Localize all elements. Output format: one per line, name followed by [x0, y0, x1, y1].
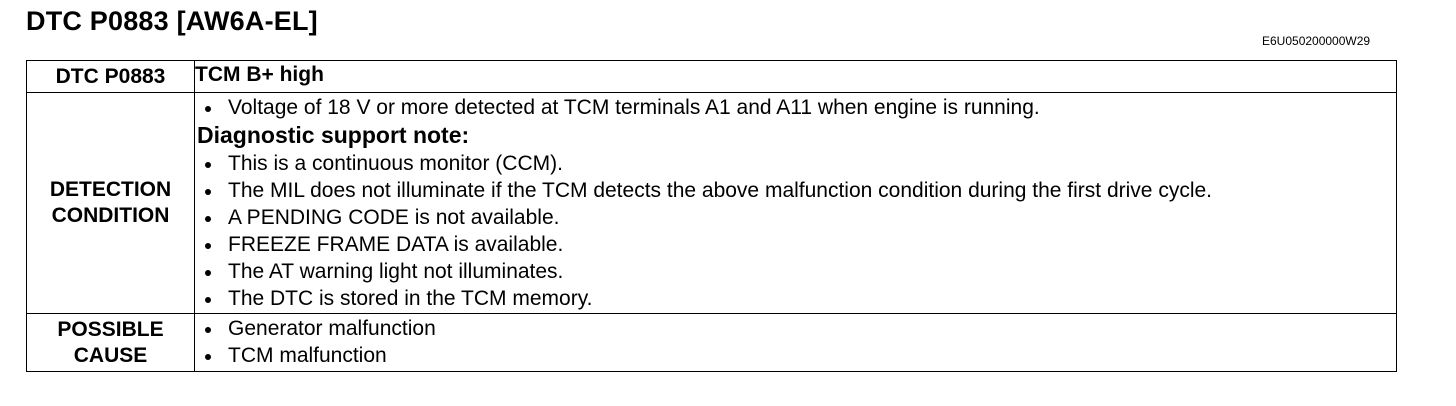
dtc-table: DTC P0883 TCM B+ high DETECTION CONDITIO… — [26, 60, 1397, 372]
list-item: TCM malfunction — [195, 342, 1396, 369]
cause-label-line2: CAUSE — [73, 343, 148, 367]
list-item: A PENDING CODE is not available. — [195, 204, 1396, 231]
detection-list: Voltage of 18 V or more detected at TCM … — [195, 94, 1396, 121]
list-item: The DTC is stored in the TCM memory. — [195, 285, 1396, 312]
dtc-description: TCM B+ high — [194, 60, 1397, 93]
table-row-possible-cause: POSSIBLE CAUSE Generator malfunction TCM… — [26, 313, 1397, 372]
diagnostic-note-heading: Diagnostic support note: — [197, 122, 470, 148]
list-item: This is a continuous monitor (CCM). — [195, 150, 1396, 177]
document-code: E6U050200000W29 — [1262, 34, 1371, 48]
cause-list: Generator malfunction TCM malfunction — [195, 315, 1396, 369]
list-item: The MIL does not illuminate if the TCM d… — [195, 177, 1396, 204]
detection-condition-label: DETECTION CONDITION — [26, 92, 195, 314]
list-item: FREEZE FRAME DATA is available. — [195, 231, 1396, 258]
list-item: Generator malfunction — [195, 315, 1396, 342]
possible-cause-content: Generator malfunction TCM malfunction — [194, 313, 1397, 372]
detection-label-line2: CONDITION — [51, 204, 170, 227]
list-item: The AT warning light not illuminates. — [195, 258, 1396, 285]
possible-cause-label: POSSIBLE CAUSE — [26, 313, 195, 372]
diagnostic-note-list: This is a continuous monitor (CCM). The … — [195, 150, 1396, 312]
detection-condition-content: Voltage of 18 V or more detected at TCM … — [194, 92, 1397, 314]
table-row-dtc: DTC P0883 TCM B+ high — [26, 60, 1397, 93]
cause-label-line1: POSSIBLE — [57, 317, 164, 341]
dtc-code-label: DTC P0883 — [26, 60, 195, 93]
table-row-detection-condition: DETECTION CONDITION Voltage of 18 V or m… — [26, 92, 1397, 314]
detection-label-line1: DETECTION — [49, 178, 172, 201]
page-title: DTC P0883 [AW6A-EL] — [26, 6, 318, 36]
list-item: Voltage of 18 V or more detected at TCM … — [195, 94, 1396, 121]
